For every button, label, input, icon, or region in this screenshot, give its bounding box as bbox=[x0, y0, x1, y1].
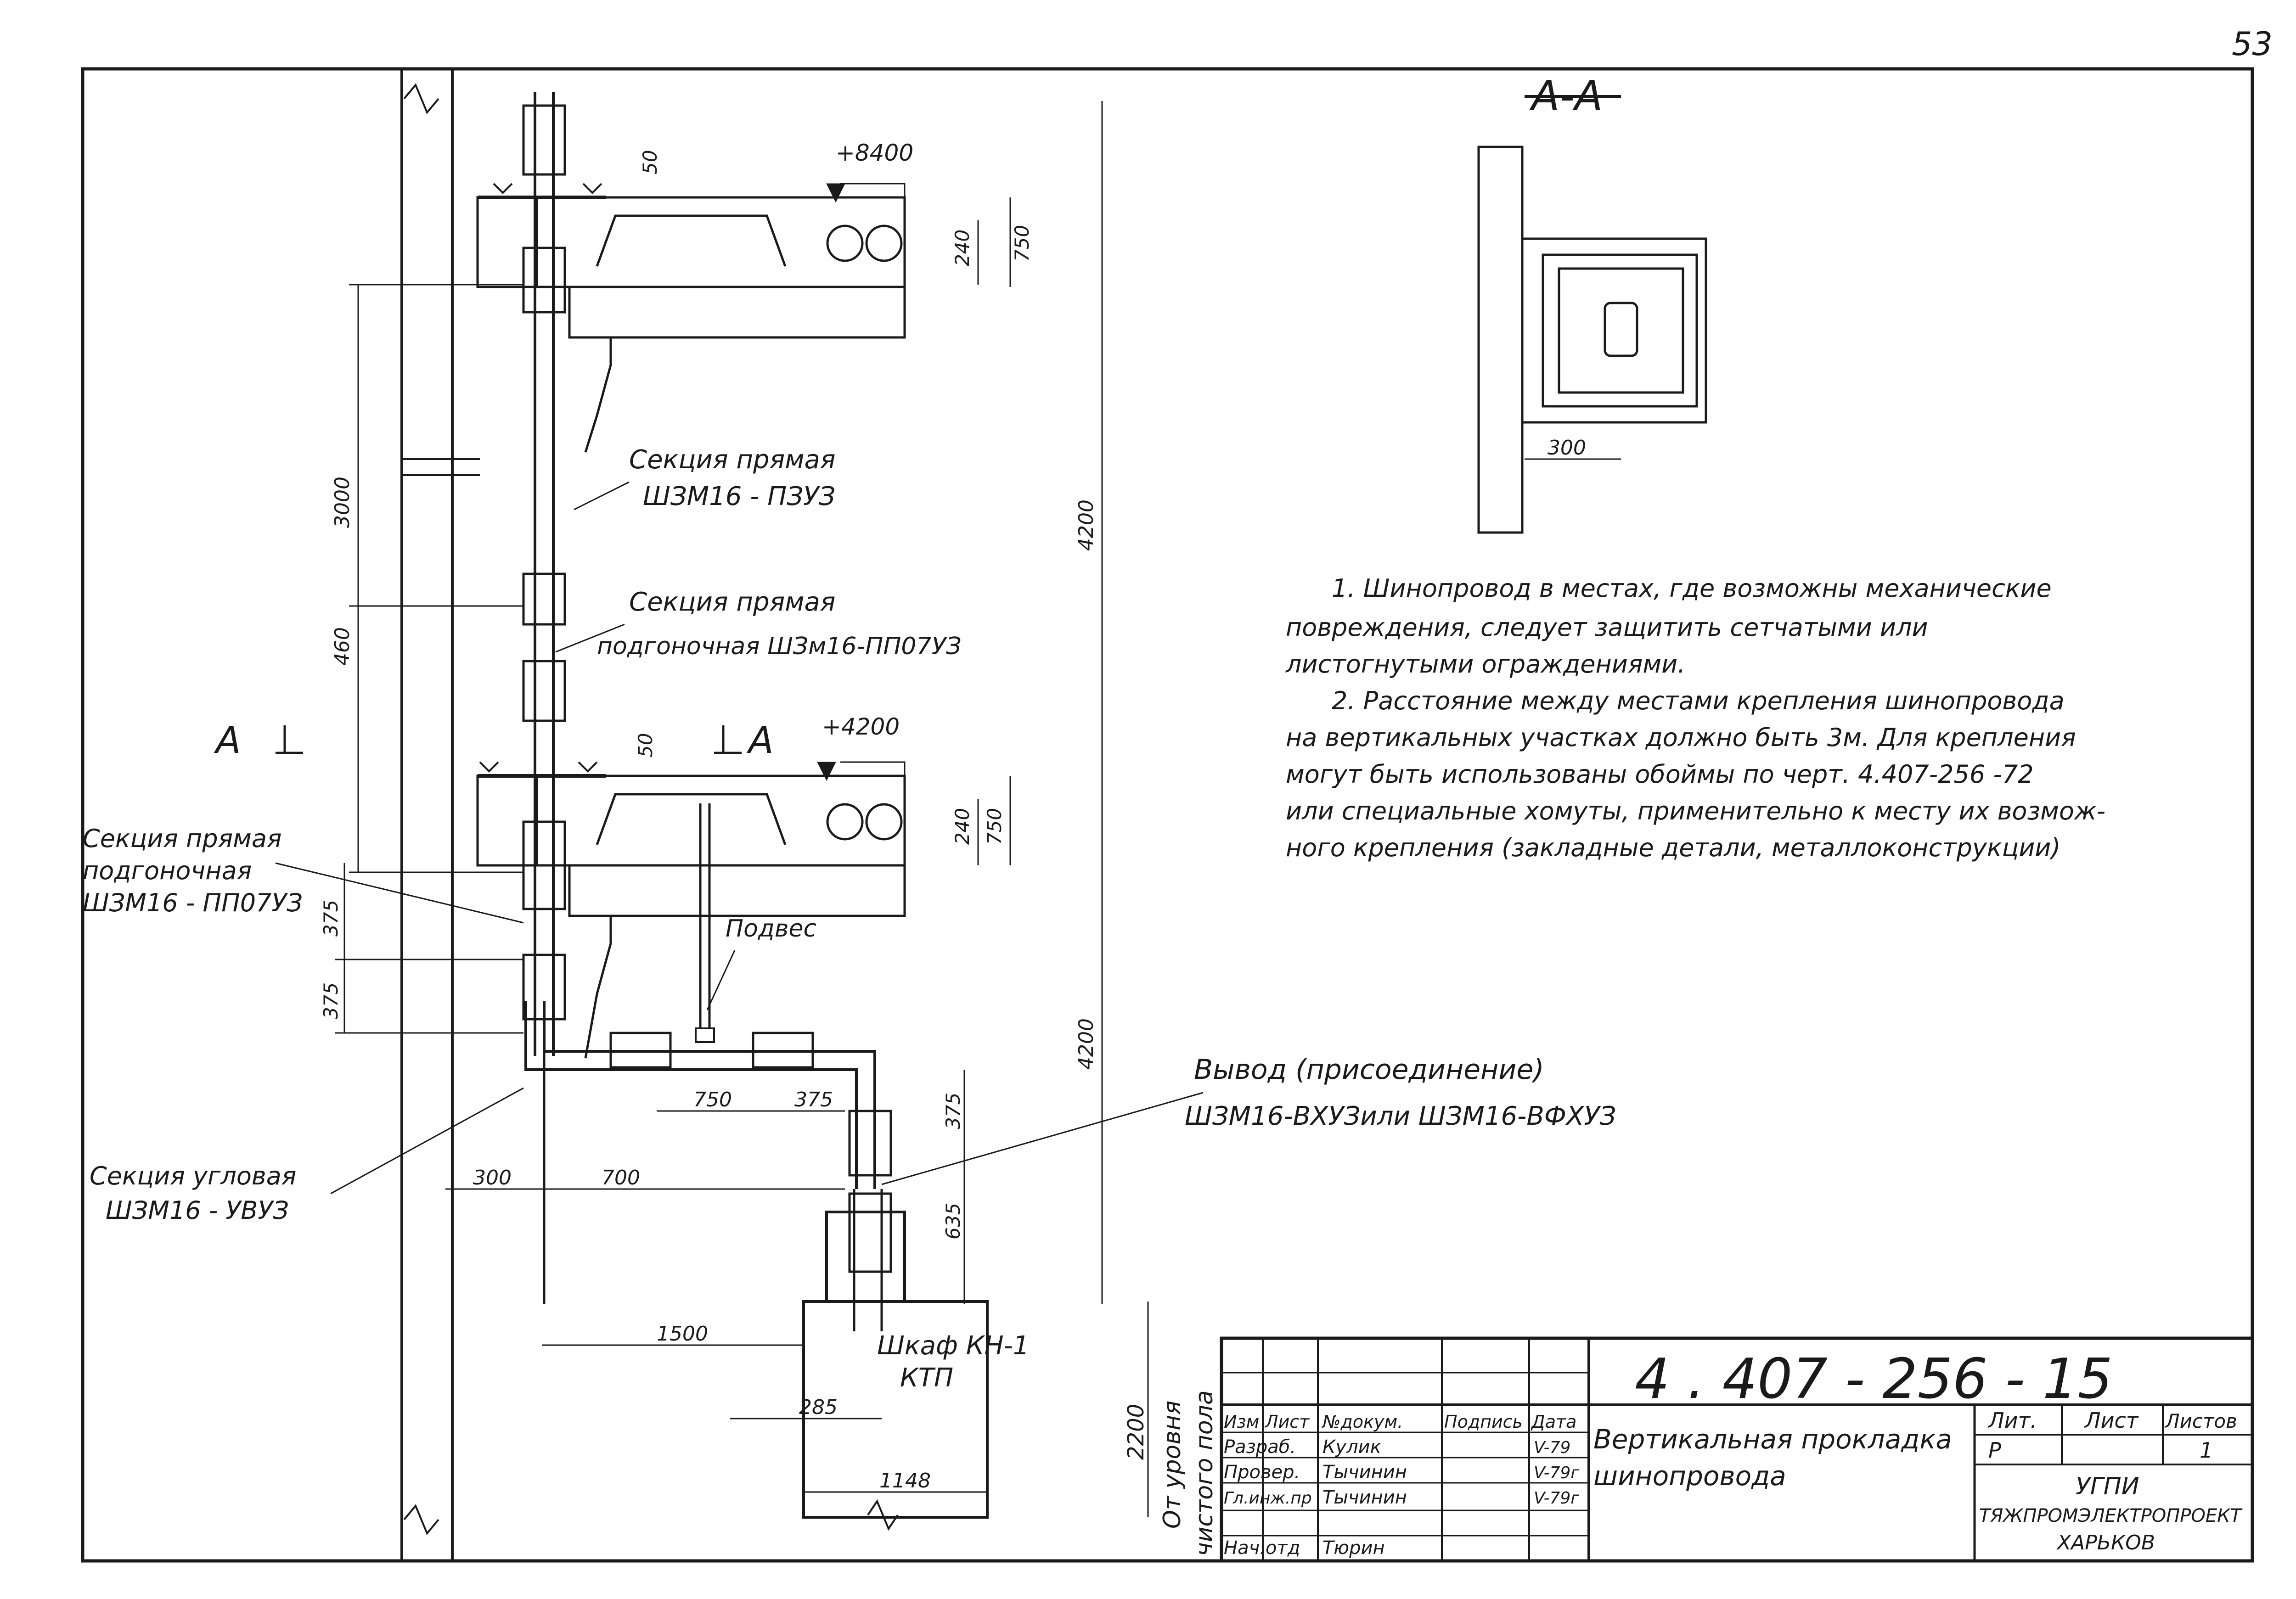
tb-org-line1: УГПИ bbox=[2076, 1473, 2139, 1500]
tb-header-0: Изм bbox=[1224, 1412, 1259, 1432]
dim-1148: 1148 bbox=[879, 1469, 931, 1492]
building-wall bbox=[400, 67, 480, 1562]
tb-description-line1: Вертикальная прокладка bbox=[1593, 1424, 1952, 1455]
dim-750-mid: 750 bbox=[983, 808, 1006, 845]
label-straight-1-code: ШЗМ16 - ПЗУЗ bbox=[643, 482, 835, 511]
note-line-6: или специальные хомуты, применительно к … bbox=[1286, 797, 2105, 825]
tb-row-3-role: Нач.отд bbox=[1224, 1537, 1300, 1559]
title-block bbox=[1220, 1336, 2254, 1563]
label-corner-title: Секция угловая bbox=[90, 1161, 296, 1190]
busbar-branch bbox=[524, 1001, 892, 1331]
note-line-4: на вертикальных участках должно быть 3м.… bbox=[1286, 723, 2076, 752]
dim-750-top: 750 bbox=[1011, 225, 1033, 262]
note-line-5: могут быть использованы обоймы по черт. … bbox=[1286, 760, 2034, 789]
doc-number: 4 . 407 - 256 - 15 bbox=[1635, 1347, 2113, 1411]
tb-row-0-name: Кулик bbox=[1322, 1436, 1381, 1458]
leader-lines bbox=[275, 481, 1204, 1195]
tb-row-1-role: Провер. bbox=[1224, 1462, 1300, 1483]
dim-4200-upper: 4200 bbox=[1075, 499, 1098, 551]
tb-org-line2: ТЯЖПРОМЭЛЕКТРОПРОЕКТ bbox=[1979, 1505, 2243, 1526]
dim-2200: 2200 bbox=[1123, 1404, 1149, 1460]
label-left-1-line1: Секция прямая bbox=[83, 824, 281, 853]
tb-lit-value: Р bbox=[1988, 1438, 2001, 1463]
dim-700: 700 bbox=[602, 1166, 640, 1189]
dim-460: 460 bbox=[331, 627, 354, 666]
dim-750-h: 750 bbox=[693, 1088, 732, 1111]
dim-375-a: 375 bbox=[320, 900, 342, 937]
tb-sheets-value: 1 bbox=[2200, 1438, 2213, 1463]
note-line-0: 1. Шинопровод в местах, где возможны мех… bbox=[1332, 574, 2052, 603]
label-hanger: Подвес bbox=[726, 915, 816, 943]
tb-lit-label: Лит. bbox=[1987, 1408, 2037, 1433]
dim-50-mid: 50 bbox=[634, 733, 657, 757]
tb-row-1-name: Тычинин bbox=[1322, 1462, 1407, 1483]
dim-240-mid: 240 bbox=[951, 808, 974, 845]
cut-label-right: А bbox=[746, 719, 774, 762]
drawing-frame bbox=[81, 67, 2254, 1563]
vertical-busbar bbox=[522, 92, 566, 1304]
label-floor-line1: От уровня bbox=[1159, 1401, 1186, 1529]
cabinet-kn1 bbox=[802, 1211, 989, 1531]
tb-header-1: Лист bbox=[1264, 1412, 1310, 1432]
tb-row-0-role: Разраб. bbox=[1224, 1436, 1296, 1458]
label-floor-line2: чистого пола bbox=[1191, 1390, 1218, 1556]
section-a-a bbox=[1477, 95, 1707, 534]
note-line-1: повреждения, следует защитить сетчатыми … bbox=[1286, 613, 1928, 642]
label-straight-1-title: Секция прямая bbox=[629, 445, 835, 475]
label-left-1-line3: ШЗМ16 - ПП07УЗ bbox=[83, 888, 303, 917]
dimension-lines bbox=[335, 101, 1149, 1517]
page-number: 53 bbox=[2232, 25, 2273, 63]
dim-300-section: 300 bbox=[1548, 436, 1586, 460]
tb-header-4: Дата bbox=[1531, 1412, 1576, 1432]
note-line-7: ного крепления (закладные детали, металл… bbox=[1286, 833, 2060, 862]
dim-240-top: 240 bbox=[951, 230, 974, 266]
level-top: +8400 bbox=[836, 140, 913, 166]
tb-header-2: №докум. bbox=[1322, 1412, 1403, 1432]
tb-org-line3: ХАРЬКОВ bbox=[2056, 1531, 2155, 1554]
dim-3000: 3000 bbox=[331, 477, 354, 528]
section-marks bbox=[276, 725, 742, 754]
section-title: А-А bbox=[1529, 72, 1603, 120]
hanger bbox=[695, 803, 715, 1043]
label-straight-2-title: Секция прямая bbox=[629, 587, 835, 617]
tb-row-0-date: V-79 bbox=[1534, 1438, 1570, 1457]
drawing-text: А-А А А +8400 +4200 50 750 240 3000 4200… bbox=[83, 72, 2243, 1559]
label-outlet-code: ШЗМ16-ВХУЗили ШЗМ16-ВФХУЗ bbox=[1185, 1101, 1616, 1131]
label-cabinet-line1: Шкаф КН-1 bbox=[877, 1331, 1029, 1361]
cut-label-left: А bbox=[214, 719, 241, 762]
dim-1500: 1500 bbox=[657, 1322, 708, 1346]
dim-4200-lower: 4200 bbox=[1075, 1018, 1098, 1070]
label-cabinet-line2: КТП bbox=[900, 1363, 953, 1393]
dim-375-v: 375 bbox=[942, 1093, 964, 1129]
label-outlet-title: Вывод (присоединение) bbox=[1194, 1054, 1544, 1086]
tb-sheet-label: Лист bbox=[2084, 1408, 2139, 1433]
note-line-2: листогнутыми ограждениями. bbox=[1285, 650, 1685, 679]
dim-375-b: 375 bbox=[320, 982, 342, 1019]
tb-row-2-name: Тычинин bbox=[1322, 1487, 1407, 1508]
floor-slab-top bbox=[476, 183, 906, 453]
level-mid: +4200 bbox=[822, 713, 900, 740]
tb-description-line2: шинопровода bbox=[1593, 1460, 1786, 1492]
tb-row-1-date: V-79г bbox=[1534, 1464, 1580, 1482]
label-corner-code: ШЗМ16 - УВУЗ bbox=[106, 1196, 289, 1225]
dim-300: 300 bbox=[473, 1166, 512, 1189]
dim-635: 635 bbox=[942, 1203, 964, 1240]
tb-row-2-date: V-79г bbox=[1534, 1489, 1580, 1508]
dim-375-h: 375 bbox=[794, 1088, 833, 1111]
dim-50-top: 50 bbox=[639, 150, 661, 174]
note-line-3: 2. Расстояние между местами крепления ши… bbox=[1332, 686, 2065, 715]
label-left-1-line2: подгоночная bbox=[83, 856, 252, 885]
dim-285: 285 bbox=[799, 1396, 838, 1419]
tb-row-3-name: Тюрин bbox=[1322, 1537, 1385, 1559]
tb-row-2-role: Гл.инж.пр bbox=[1224, 1489, 1312, 1508]
label-straight-2-code: подгоночная ШЗм16-ПП07УЗ bbox=[597, 633, 962, 660]
tb-sheets-label: Листов bbox=[2164, 1410, 2237, 1432]
tb-header-3: Подпись bbox=[1444, 1412, 1523, 1432]
